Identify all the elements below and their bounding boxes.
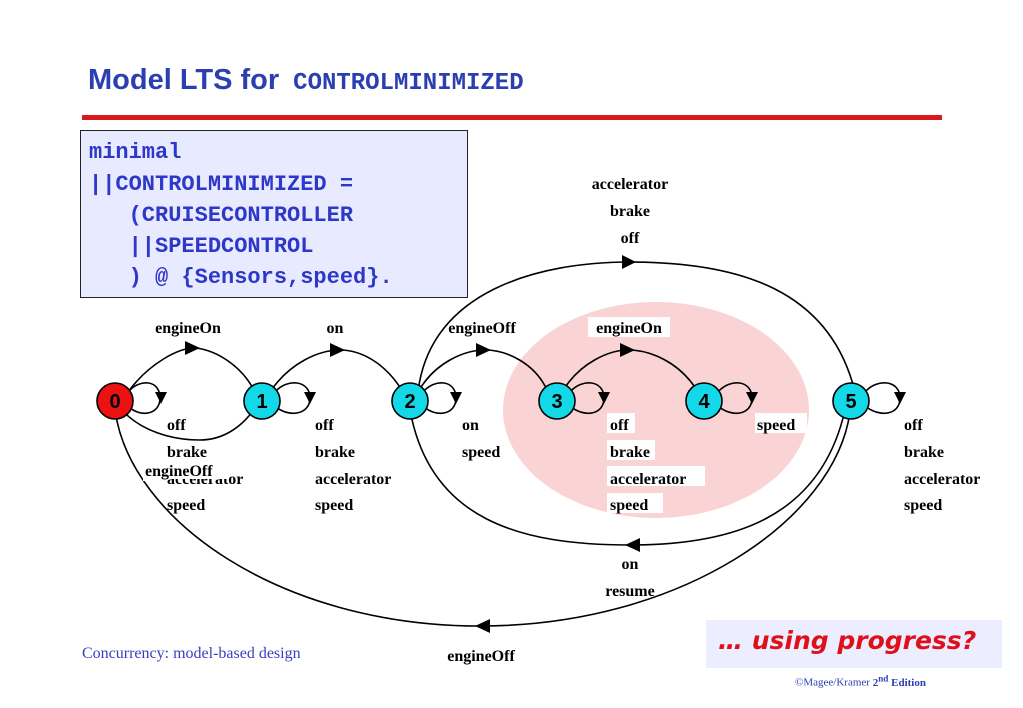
self-label-5: accelerator [904, 471, 980, 488]
state-label-3: 3 [551, 391, 562, 413]
self-label-3: accelerator [610, 471, 686, 488]
self-loop-5 [864, 382, 901, 415]
label-bg [143, 461, 229, 479]
self-label-2: on [462, 417, 479, 434]
highlight-region [503, 302, 809, 518]
footer-copyright: ©Magee/Kramer 2nd Edition [795, 673, 926, 689]
arrowhead [625, 538, 640, 552]
arrowhead [620, 343, 635, 357]
state-node-1 [243, 382, 281, 420]
state-node-5 [832, 382, 870, 420]
self-label-1: accelerator [315, 471, 391, 488]
self-label-0: speed [167, 497, 205, 514]
self-label-2: speed [462, 444, 500, 461]
arrowhead [185, 341, 200, 355]
footer-course-title: Concurrency: model-based design [82, 645, 301, 662]
self-label-0: brake [167, 444, 207, 461]
code-box: minimal ||CONTROLMINIMIZED = (CRUISECONT… [80, 130, 468, 298]
state-label-4: 4 [698, 391, 710, 413]
edition-number: 2 [872, 676, 879, 689]
edge-label-3-4: engineOn [596, 320, 662, 337]
code-line: (CRUISECONTROLLER [89, 203, 354, 228]
edition-suffix: nd [878, 673, 889, 683]
arrowhead [598, 392, 610, 404]
state-label-5: 5 [845, 391, 856, 413]
state-node-2 [391, 382, 429, 420]
code-line: minimal [89, 140, 182, 165]
edge-label-1-0: engineOff [145, 463, 213, 480]
page-title: Model LTS for CONTROLMINIMIZED [88, 64, 524, 97]
state-node-3 [538, 382, 576, 420]
self-label-1: brake [315, 444, 355, 461]
self-label-1: speed [315, 497, 353, 514]
edition-text: Edition [891, 676, 926, 689]
edge-label-1-2: on [327, 320, 344, 337]
arrowhead [622, 255, 636, 269]
self-label-5: off [904, 417, 923, 434]
arrowhead [304, 392, 316, 404]
code-line: ||CONTROLMINIMIZED = [89, 172, 354, 197]
label-bg [607, 413, 635, 433]
self-label-1: off [315, 417, 334, 434]
title-rule [82, 115, 942, 120]
edge-label-5-0: engineOff [447, 648, 515, 665]
copyright-text: ©Magee/Kramer [795, 676, 870, 689]
callout-text: … using progress? [718, 626, 977, 655]
state-node-4 [685, 382, 723, 420]
arrowhead [450, 392, 462, 404]
state-node-0 [96, 382, 134, 420]
top-loop-label: off [621, 230, 640, 247]
self-label-5: brake [904, 444, 944, 461]
title-process-name: CONTROLMINIMIZED [293, 70, 524, 97]
arrowhead [894, 392, 906, 404]
code-line: ||SPEEDCONTROL [89, 234, 314, 259]
label-bg [588, 317, 670, 337]
edge-label-5-2: on [622, 556, 639, 573]
state-label-1: 1 [256, 391, 267, 413]
state-label-2: 2 [404, 391, 415, 413]
arrowhead [330, 343, 345, 357]
code-line: ) @ {Sensors,speed}. [89, 265, 393, 290]
self-label-0: off [167, 417, 186, 434]
edge-label-5-2: resume [605, 583, 654, 600]
state-label-0: 0 [109, 391, 120, 413]
label-bg [607, 440, 655, 460]
title-text: Model LTS for [88, 64, 280, 96]
label-bg [755, 413, 807, 433]
label-bg [607, 493, 663, 513]
edge-0-1 [127, 347, 256, 393]
self-label-3: speed [610, 497, 648, 514]
self-label-3: brake [610, 444, 650, 461]
progress-callout: … using progress? [706, 620, 1002, 668]
arrowhead [476, 343, 491, 357]
self-label-4: speed [757, 417, 795, 434]
arrowhead [746, 392, 758, 404]
edge-label-2-3: engineOff [448, 320, 516, 337]
top-loop-label: accelerator [592, 176, 668, 193]
edge-1-2 [269, 349, 404, 393]
label-bg [607, 466, 705, 486]
self-label-5: speed [904, 497, 942, 514]
edge-label-0-1: engineOn [155, 320, 221, 337]
self-label-3: off [610, 417, 629, 434]
arrowhead [155, 392, 167, 404]
edge-1-0 [121, 407, 256, 441]
top-loop-label: brake [610, 203, 650, 220]
arrowhead [475, 619, 490, 633]
